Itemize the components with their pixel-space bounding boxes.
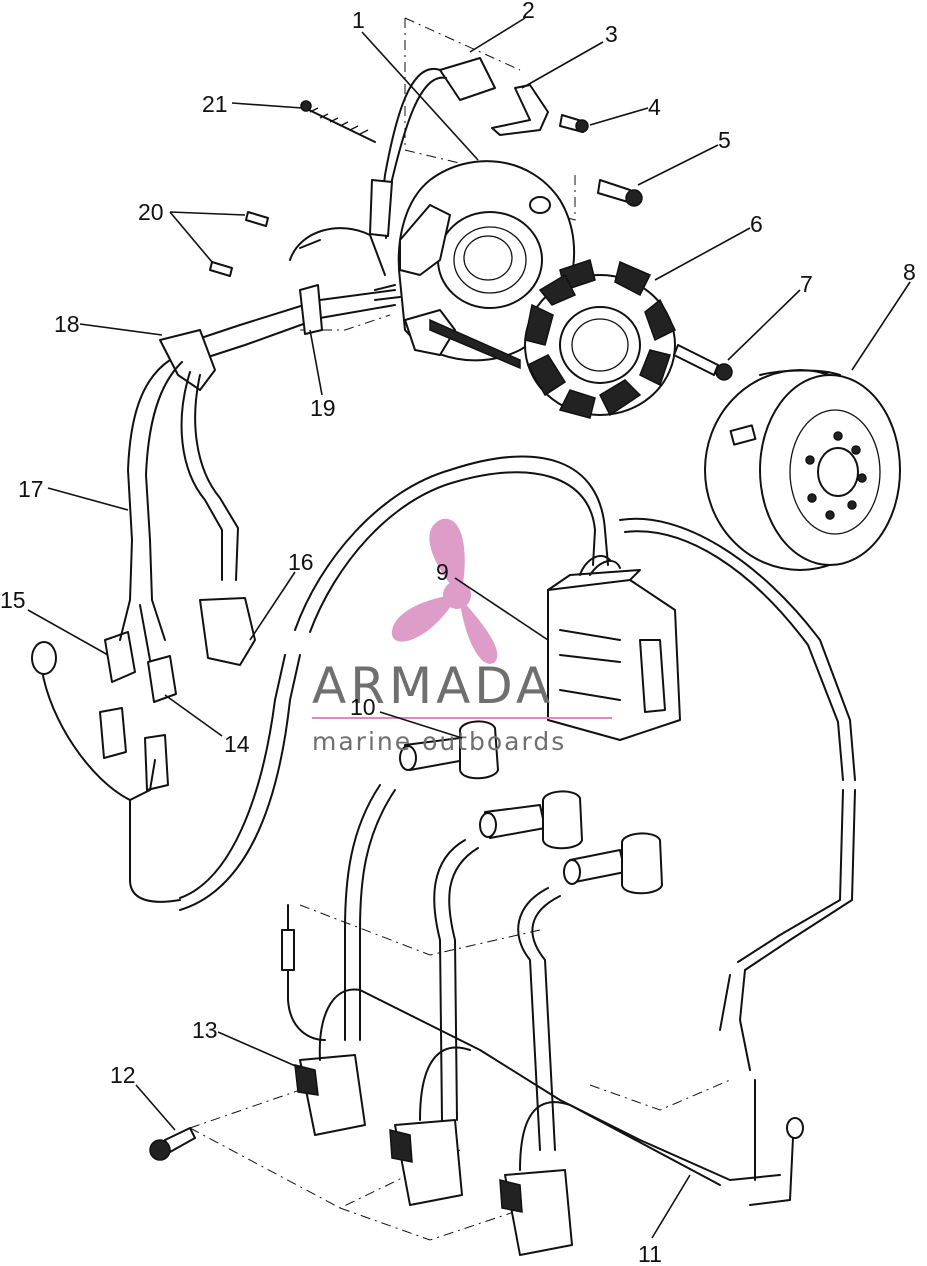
cdi-unit [547, 555, 681, 741]
flywheel [704, 369, 901, 571]
callout-16: 16 [288, 549, 314, 575]
ground-wires [281, 904, 804, 1206]
callout-12: 12 [110, 1062, 136, 1088]
stator-screw [673, 344, 733, 381]
clamp-and-screws [491, 84, 643, 207]
cdi-harness-loop [179, 455, 856, 971]
callout-19: 19 [310, 395, 336, 421]
callout-8: 8 [903, 259, 916, 285]
callout-13: 13 [192, 1017, 218, 1043]
stator-coil [524, 259, 677, 419]
harness-connectors [31, 597, 256, 903]
callout-9: 9 [436, 559, 449, 585]
callout-15: 15 [0, 587, 26, 613]
callout-2: 2 [522, 0, 535, 23]
propeller-logo-icon [391, 518, 498, 664]
callout-7: 7 [800, 271, 813, 297]
callout-5: 5 [718, 127, 731, 153]
callout-10: 10 [350, 694, 376, 720]
ignition-coils [294, 1054, 573, 1256]
spark-plug-caps [399, 720, 663, 895]
callout-21: 21 [202, 91, 228, 117]
callout-18: 18 [54, 311, 80, 337]
callout-leaders [27, 17, 911, 1239]
callout-3: 3 [605, 21, 618, 47]
callout-1: 1 [352, 7, 365, 33]
callout-14: 14 [224, 731, 250, 757]
stator-base-plate [374, 160, 575, 370]
pulser-coil [369, 57, 496, 239]
callout-17: 17 [18, 476, 44, 502]
small-screws [209, 100, 376, 277]
coil-mount-screw [149, 1127, 196, 1161]
watermark-tagline: marine outboards [312, 727, 566, 756]
main-harness [127, 227, 396, 601]
high-tension-leads [344, 784, 561, 1151]
callout-4: 4 [648, 94, 661, 120]
watermark-brand: ARMADA [312, 657, 554, 715]
callout-20: 20 [138, 199, 164, 225]
callout-6: 6 [750, 211, 763, 237]
brand-watermark: ARMADA marine outboards [312, 518, 612, 756]
callout-11: 11 [638, 1241, 662, 1266]
